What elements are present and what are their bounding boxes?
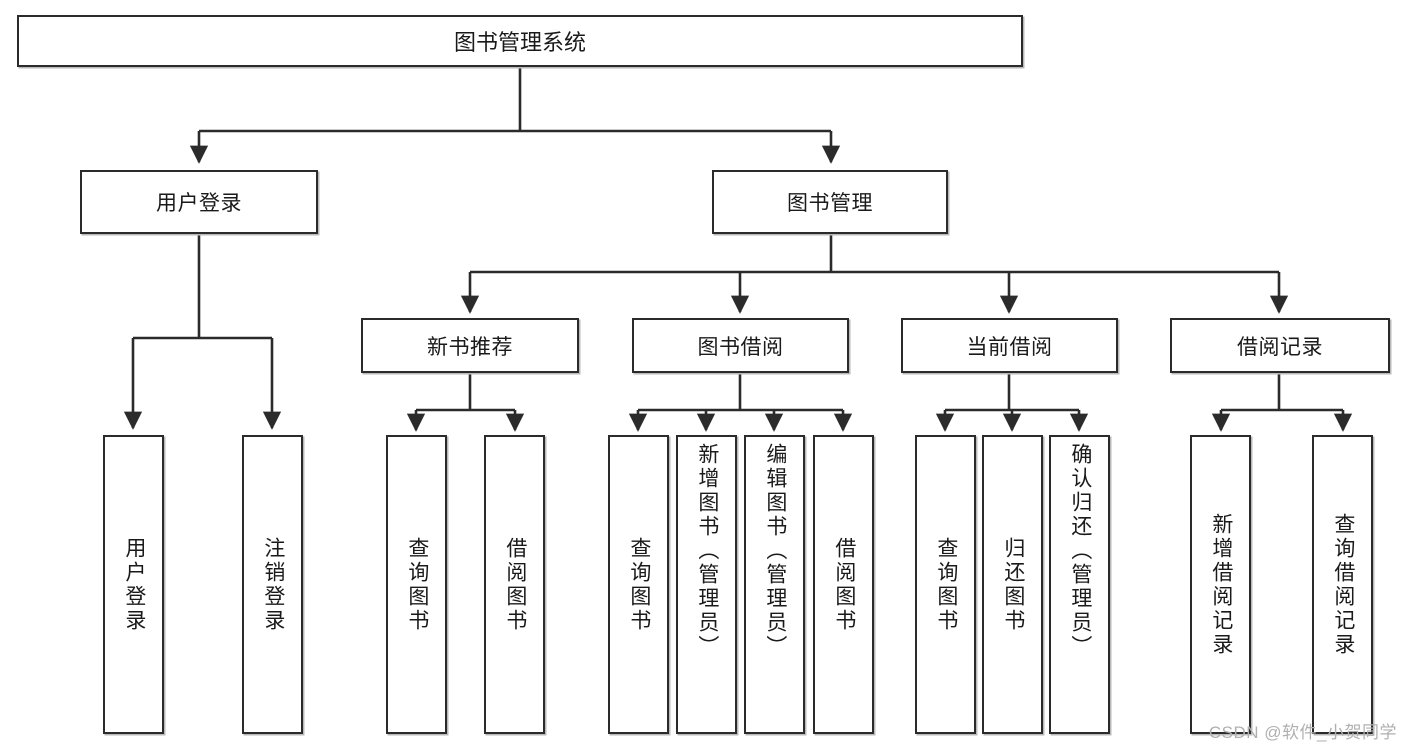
watermark-text: CSDN @软件_小贺同学 <box>1208 723 1397 742</box>
node-label: 图书管理系统 <box>453 30 586 55</box>
node-root-system[interactable]: 图书管理系统 <box>17 15 1023 67</box>
node-label: 新增借阅记录 <box>1209 512 1233 657</box>
leaf-add-borrow-record[interactable]: 新增借阅记录 <box>1190 435 1251 734</box>
leaf-user-login[interactable]: 用户登录 <box>103 435 164 734</box>
leaf-query-book-borrow[interactable]: 查询图书 <box>608 435 669 734</box>
node-user-login[interactable]: 用户登录 <box>80 170 318 234</box>
leaf-logout[interactable]: 注销登录 <box>242 435 303 734</box>
node-label: 借阅图书 <box>832 536 856 633</box>
node-borrow-records[interactable]: 借阅记录 <box>1170 318 1390 373</box>
node-label: 当前借阅 <box>966 335 1053 359</box>
node-label: 新书推荐 <box>427 335 513 359</box>
node-new-book-recommend[interactable]: 新书推荐 <box>361 318 579 373</box>
node-label: 借阅图书 <box>503 536 527 633</box>
node-label: 用户登录 <box>122 536 146 633</box>
leaf-query-borrow-record[interactable]: 查询借阅记录 <box>1312 435 1373 734</box>
node-book-management[interactable]: 图书管理 <box>712 170 948 234</box>
node-label: 确认归还（管理员） <box>1068 443 1092 659</box>
node-label: 新增图书（管理员） <box>695 443 719 659</box>
leaf-edit-book-admin[interactable]: 编辑图书（管理员） <box>744 435 805 734</box>
node-label: 查询图书 <box>405 536 429 633</box>
node-label: 查询借阅记录 <box>1331 512 1355 657</box>
node-label: 编辑图书（管理员） <box>763 443 787 659</box>
node-label: 图书借阅 <box>697 335 784 359</box>
node-label: 归还图书 <box>1001 536 1025 633</box>
node-current-borrow[interactable]: 当前借阅 <box>901 318 1118 373</box>
node-label: 图书管理 <box>787 192 873 215</box>
node-label: 注销登录 <box>261 536 285 633</box>
leaf-borrow-book[interactable]: 借阅图书 <box>813 435 874 734</box>
node-book-borrow[interactable]: 图书借阅 <box>632 318 849 373</box>
node-label: 查询图书 <box>934 536 958 633</box>
leaf-query-book-recommend[interactable]: 查询图书 <box>386 435 447 734</box>
leaf-borrow-book-recommend[interactable]: 借阅图书 <box>484 435 545 734</box>
leaf-return-book[interactable]: 归还图书 <box>982 435 1043 734</box>
node-label: 借阅记录 <box>1237 335 1323 359</box>
leaf-query-book-current[interactable]: 查询图书 <box>915 435 976 734</box>
leaf-confirm-return-admin[interactable]: 确认归还（管理员） <box>1049 435 1110 734</box>
leaf-add-book-admin[interactable]: 新增图书（管理员） <box>676 435 737 734</box>
node-label: 用户登录 <box>156 192 242 215</box>
node-label: 查询图书 <box>627 536 651 633</box>
